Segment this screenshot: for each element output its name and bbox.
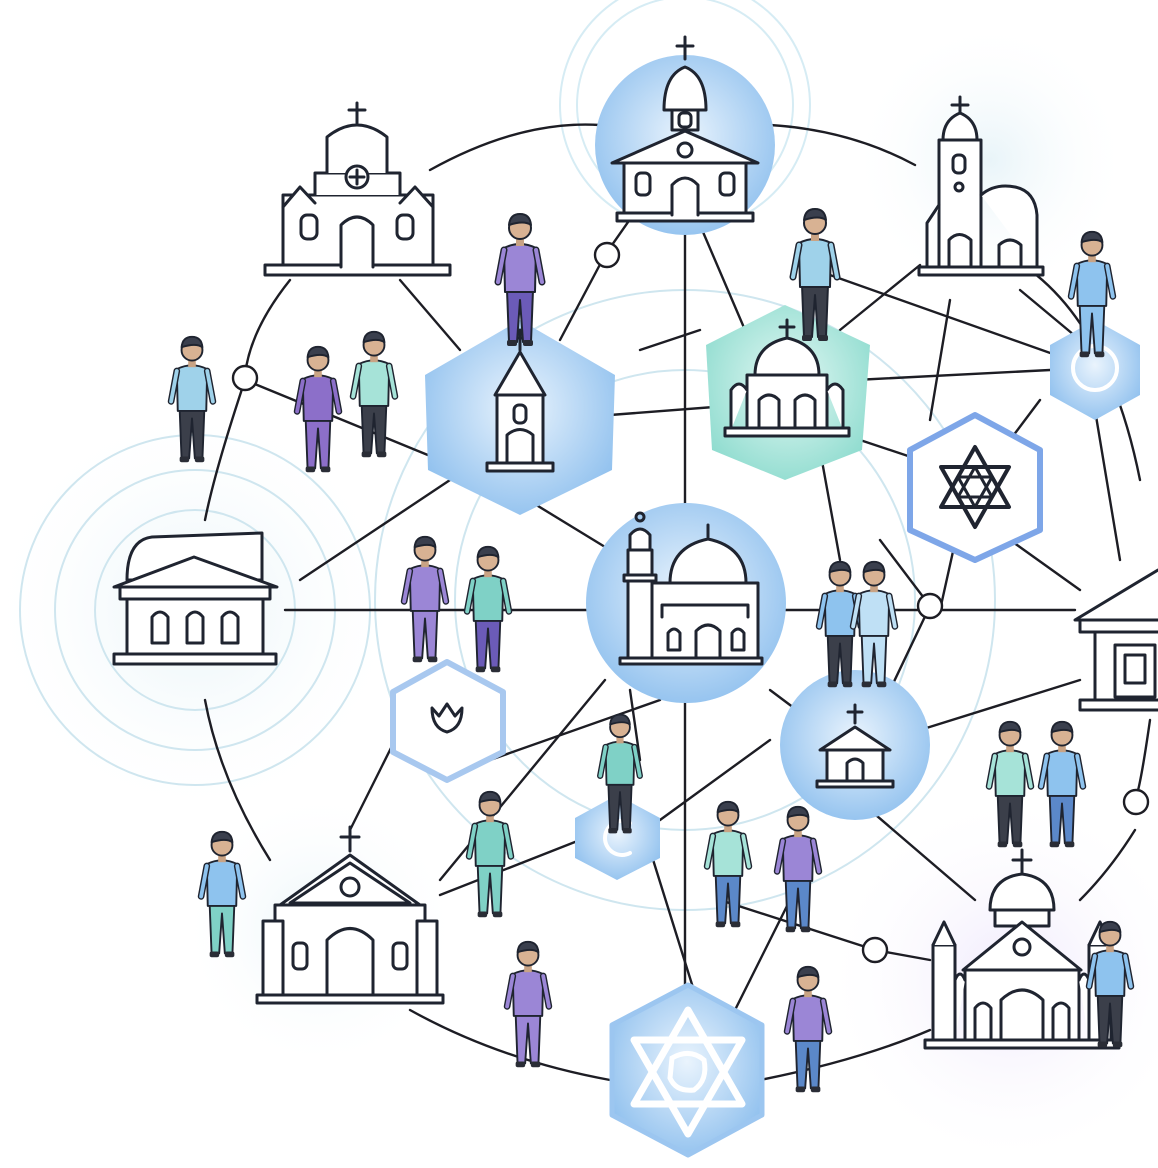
chapel-icon [780, 670, 930, 820]
person-bottom-right [1085, 920, 1135, 1048]
chapel-icon [425, 320, 615, 515]
church-icon [263, 101, 452, 277]
person-handshake-b [773, 805, 823, 933]
temple-icon [1073, 568, 1158, 712]
person-right-mid-a [985, 720, 1035, 848]
connector-dots [231, 241, 1150, 964]
civic-building-icon [112, 531, 279, 666]
person-far-right-tablet [1067, 230, 1117, 358]
person-right-couple-woman [849, 560, 899, 688]
person-center-robe [465, 790, 515, 918]
person-handshake-a [703, 800, 753, 928]
person-bottom-hijab [503, 940, 553, 1068]
star-of-david-icon [907, 412, 1043, 563]
people-layer [167, 208, 1135, 1093]
church-icon [917, 95, 1045, 277]
person-top-center [494, 213, 546, 346]
person-bottom-center [783, 965, 833, 1093]
mosque-icon [706, 305, 870, 480]
person-center-waving [597, 713, 643, 834]
church-icon [595, 35, 775, 235]
person-center-left-hijab-teal [463, 545, 513, 673]
person-top-right-waving [789, 208, 841, 341]
lotus-icon [390, 659, 506, 783]
person-hijab-purple [293, 345, 343, 473]
person-bottom-left [197, 830, 247, 958]
person-left-standing [167, 335, 217, 463]
church-icon [255, 825, 445, 1005]
person-right-mid-b [1037, 720, 1087, 848]
crescent-icon [575, 795, 660, 880]
mosque-icon [586, 503, 786, 703]
star-of-david-icon [609, 982, 765, 1158]
person-center-left-purple [400, 535, 450, 663]
person-handshake-teal [349, 330, 399, 458]
